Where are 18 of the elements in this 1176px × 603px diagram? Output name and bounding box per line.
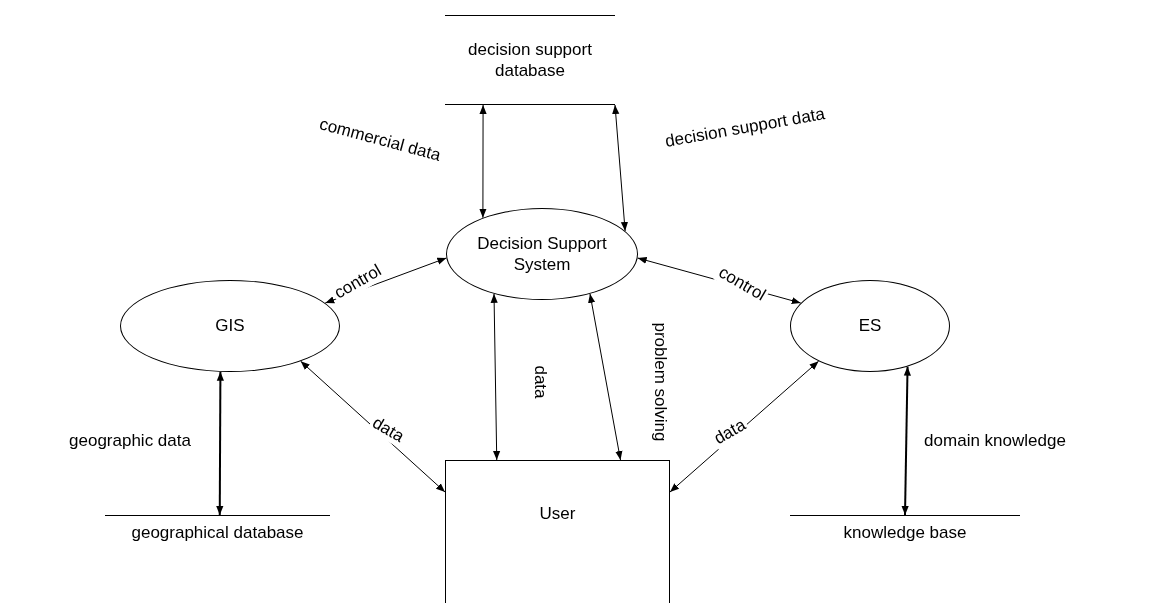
double-arrow	[216, 370, 224, 516]
entity-box	[445, 460, 670, 603]
edge-label: domain knowledge	[922, 431, 1068, 451]
edge-label: problem solving	[650, 320, 670, 444]
double-arrow	[490, 293, 501, 461]
node-label: Decision Support System	[476, 232, 608, 276]
node-label: decision support database	[467, 38, 593, 82]
node-label: knowledge base	[842, 522, 968, 544]
double-arrow	[479, 104, 487, 219]
double-arrow	[612, 104, 628, 232]
double-arrow	[901, 365, 911, 516]
node-label: ES	[857, 315, 883, 337]
node-label: geographical database	[130, 522, 305, 544]
node-label: GIS	[214, 315, 246, 337]
data-store	[445, 15, 615, 105]
edge-label: geographic data	[67, 431, 193, 451]
node-label: User	[538, 503, 577, 525]
double-arrow	[588, 293, 623, 461]
